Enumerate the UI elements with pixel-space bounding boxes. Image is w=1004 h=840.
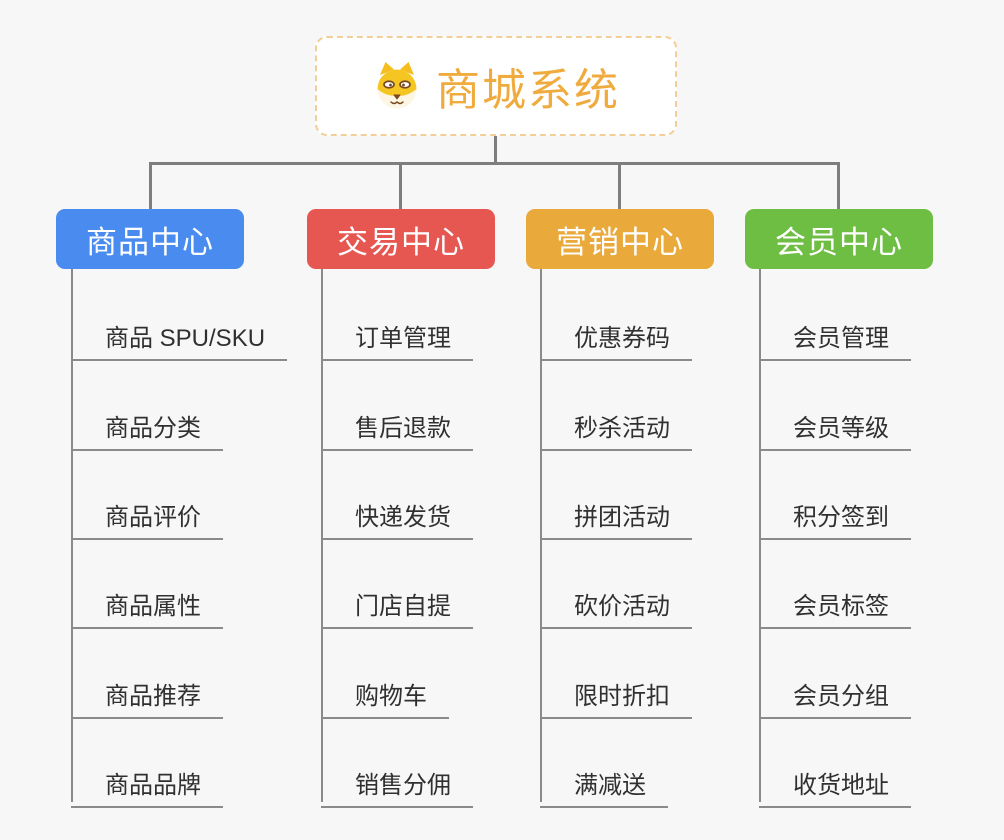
topic-item[interactable]: 限时折扣 [540,669,692,719]
topic-item[interactable]: 会员标签 [759,579,911,629]
dog-face-icon [377,62,417,109]
branch-header-trade[interactable]: 交易中心 [307,209,495,269]
connector-drop-member [837,162,840,210]
topic-item[interactable]: 门店自提 [321,579,473,629]
topic-item[interactable]: 销售分佣 [321,758,473,808]
topic-item[interactable]: 秒杀活动 [540,401,692,451]
topic-item[interactable]: 商品评价 [71,490,223,540]
topic-item[interactable]: 优惠券码 [540,311,692,361]
topic-item[interactable]: 砍价活动 [540,579,692,629]
branch-spine-marketing [540,269,542,802]
topic-item[interactable]: 收货地址 [759,758,911,808]
topic-item[interactable]: 积分签到 [759,490,911,540]
topic-item[interactable]: 订单管理 [321,311,473,361]
topic-item[interactable]: 商品属性 [71,579,223,629]
topic-item[interactable]: 拼团活动 [540,490,692,540]
branch-spine-goods [71,269,73,802]
topic-item[interactable]: 商品推荐 [71,669,223,719]
branch-spine-trade [321,269,323,802]
topic-item[interactable]: 购物车 [321,669,449,719]
connector-root-drop [494,134,497,164]
branch-header-marketing[interactable]: 营销中心 [526,209,714,269]
connector-horizontal [149,162,839,165]
topic-item[interactable]: 商品品牌 [71,758,223,808]
topic-item[interactable]: 商品 SPU/SKU [71,311,288,361]
topic-item[interactable]: 快递发货 [321,490,473,540]
topic-item[interactable]: 会员等级 [759,401,911,451]
topic-item[interactable]: 满减送 [540,758,668,808]
topic-item[interactable]: 会员管理 [759,311,911,361]
root-title: 商城系统 [436,66,620,115]
root-node[interactable]: 商城系统 [315,36,677,136]
connector-drop-marketing [618,162,621,210]
topic-item[interactable]: 售后退款 [321,401,473,451]
branch-header-member[interactable]: 会员中心 [745,209,933,269]
connector-drop-goods [149,162,152,210]
connector-drop-trade [399,162,402,210]
topic-item[interactable]: 商品分类 [71,401,223,451]
branch-spine-member [759,269,761,802]
topic-item[interactable]: 会员分组 [759,669,911,719]
branch-header-goods[interactable]: 商品中心 [56,209,244,269]
